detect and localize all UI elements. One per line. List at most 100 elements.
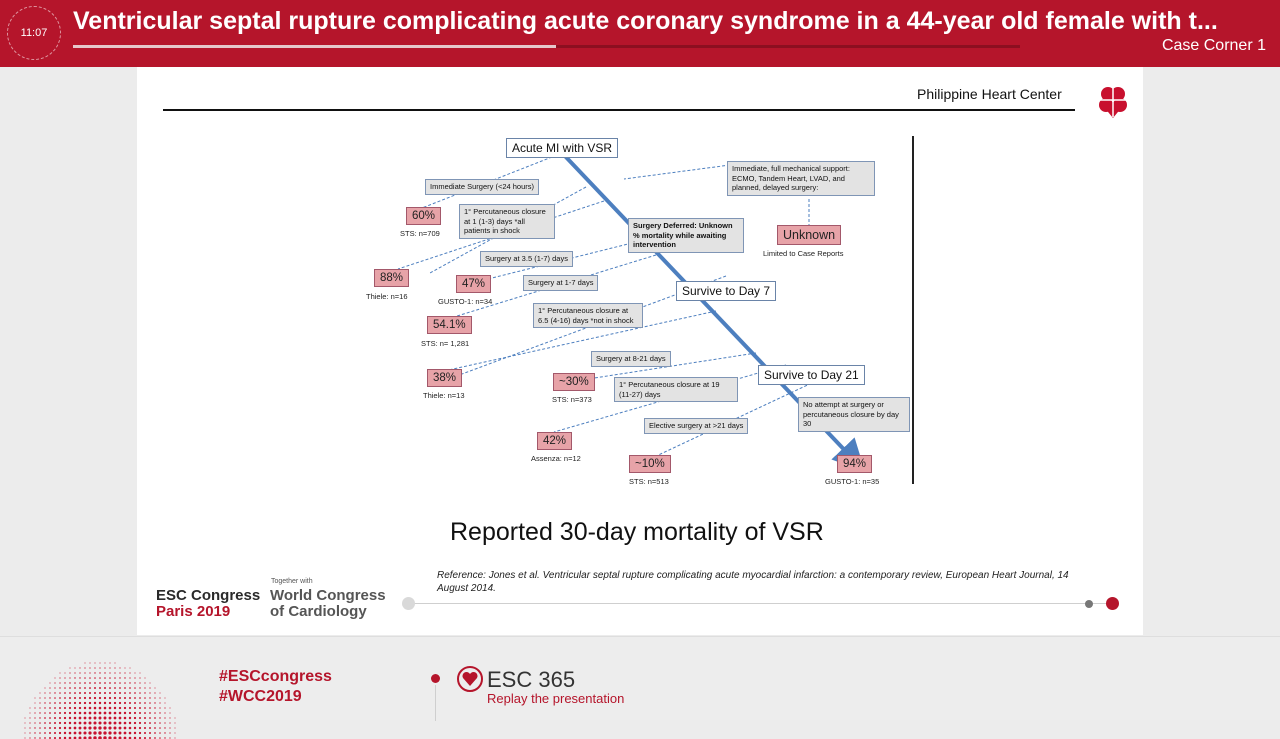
pct-38: 38%: [427, 369, 463, 387]
globe-dot: [58, 731, 62, 735]
globe-dot: [24, 737, 26, 739]
globe-dot: [29, 732, 31, 734]
globe-dot: [68, 711, 72, 715]
globe-dot: [113, 721, 117, 725]
node-surgery-1-7: Surgery at 1-7 days: [523, 275, 599, 291]
globe-dot: [154, 722, 156, 724]
globe-dot: [49, 687, 51, 689]
globe-dot: [89, 667, 91, 669]
globe-dot: [129, 672, 131, 674]
globe-dot: [74, 677, 76, 679]
node-surgery-3-5: Surgery at 3.5 (1-7) days: [480, 251, 573, 267]
globe-dot: [59, 697, 61, 699]
globe-dot: [108, 726, 112, 730]
globe-dot: [118, 731, 122, 735]
globe-dot: [164, 697, 166, 699]
globe-dot: [104, 682, 106, 684]
esc-congress-line1: ESC Congress: [156, 587, 261, 604]
esc365-title[interactable]: ESC 365: [487, 667, 576, 692]
globe-dot: [49, 732, 51, 734]
globe-dot: [64, 697, 66, 699]
globe-dot: [34, 717, 36, 719]
globe-dot: [64, 682, 66, 684]
globe-dot: [89, 677, 91, 679]
globe-dot: [93, 691, 97, 695]
globe-dot: [169, 717, 171, 719]
heart-center-logo-icon: [1099, 87, 1127, 118]
src-54-1: STS: n= 1,281: [421, 339, 470, 348]
progress-bar[interactable]: [73, 45, 1020, 48]
globe-dot: [93, 711, 97, 715]
globe-dot: [144, 717, 146, 719]
globe-dot: [129, 677, 131, 679]
globe-dot: [79, 687, 81, 689]
globe-dot: [108, 731, 112, 735]
pct-47: 47%: [456, 275, 492, 293]
globe-dot: [34, 732, 36, 734]
globe-dot: [118, 711, 122, 715]
globe-dot: [39, 732, 41, 734]
globe-dot: [88, 731, 92, 735]
globe-dot: [84, 677, 86, 679]
hashtag-wcc[interactable]: #WCC2019: [219, 688, 302, 705]
wcc-logo: World Congress of Cardiology: [270, 588, 386, 620]
globe-dot: [73, 701, 77, 705]
globe-dot: [69, 677, 71, 679]
figure-divider: [912, 136, 914, 484]
globe-dot: [94, 677, 96, 679]
globe-dot: [169, 712, 171, 714]
hashtag-esc[interactable]: #ESCcongress: [219, 668, 332, 685]
globe-dot: [159, 722, 161, 724]
globe-dot: [159, 692, 161, 694]
pct-88: 88%: [374, 269, 410, 287]
globe-dot: [59, 702, 61, 704]
globe-dot: [159, 727, 161, 729]
replay-link[interactable]: Replay the presentation: [487, 691, 625, 706]
globe-dot: [54, 692, 56, 694]
globe-dot: [78, 706, 82, 710]
globe-dot: [144, 692, 146, 694]
globe-dot: [133, 721, 137, 725]
globe-dot: [133, 716, 137, 720]
globe-dot: [93, 716, 97, 720]
globe-dot: [79, 677, 81, 679]
globe-dot: [74, 682, 76, 684]
globe-dot: [149, 692, 151, 694]
globe-dot: [44, 692, 46, 694]
globe-dot: [29, 727, 31, 729]
globe-dot: [103, 711, 107, 715]
globe-dot: [39, 712, 41, 714]
globe-dot: [59, 687, 61, 689]
globe-dot: [139, 672, 141, 674]
globe-dot: [49, 727, 51, 729]
globe-dot: [103, 731, 107, 735]
globe-dot: [108, 716, 112, 720]
globe-dot: [24, 732, 26, 734]
globe-dot: [138, 716, 142, 720]
globe-dot: [29, 707, 31, 709]
slide-timeline-track: [408, 603, 1112, 604]
globe-dot: [159, 697, 161, 699]
globe-dot: [54, 712, 56, 714]
globe-dot: [144, 677, 146, 679]
globe-dot: [143, 731, 147, 735]
globe-dot: [93, 721, 97, 725]
globe-dot: [159, 702, 161, 704]
globe-dot: [149, 707, 151, 709]
node-percutaneous-closure-1: 1° Percutaneous closure at 1 (1-3) days …: [459, 204, 555, 239]
globe-dot: [58, 711, 62, 715]
globe-dot: [104, 667, 106, 669]
globe-dot: [109, 677, 111, 679]
globe-dot: [58, 726, 62, 730]
globe-dot: [94, 667, 96, 669]
globe-dot: [89, 662, 91, 664]
timeline-end-dot: [1106, 597, 1119, 610]
globe-dot: [164, 727, 166, 729]
globe-dot: [134, 692, 136, 694]
pct-10: ~10%: [629, 455, 671, 473]
globe-dot: [89, 672, 91, 674]
node-survive-day-7: Survive to Day 7: [676, 281, 777, 301]
globe-dot: [164, 732, 166, 734]
node-immediate-surgery: Immediate Surgery (<24 hours): [425, 179, 540, 195]
globe-dot: [119, 677, 121, 679]
